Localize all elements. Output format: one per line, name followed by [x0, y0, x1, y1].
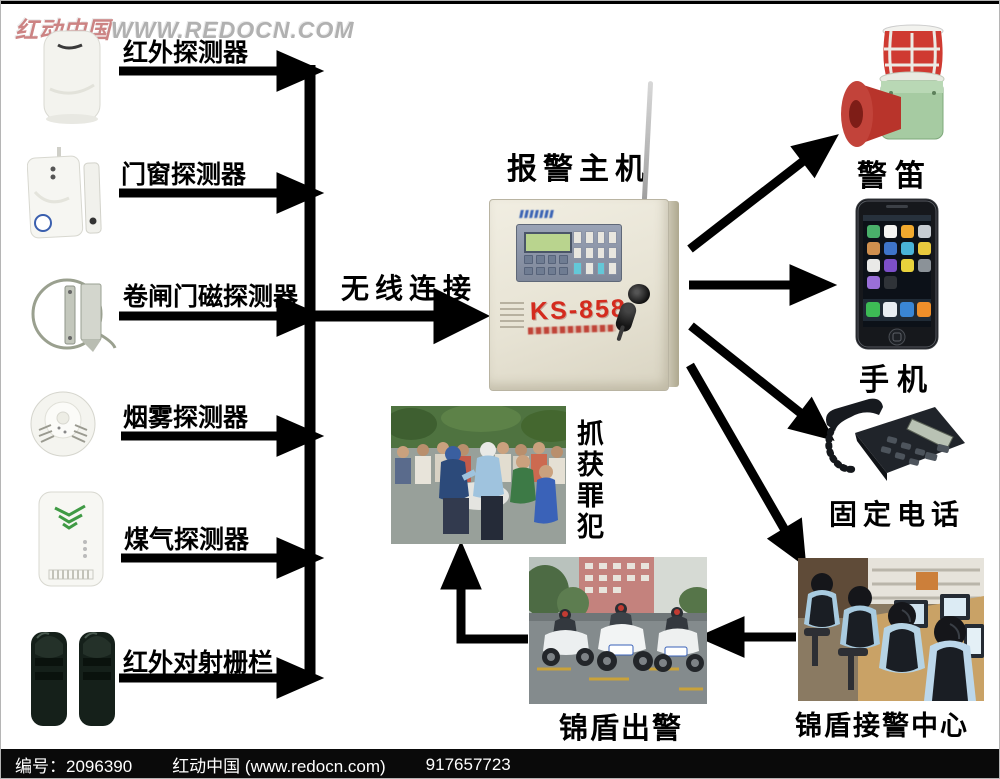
host-speaker-vents	[500, 302, 524, 328]
roller-shutter-magnet-sensor-icon	[29, 272, 117, 365]
alarm-center-photo	[798, 558, 984, 701]
flow-label-center: 锦盾接警中心	[795, 711, 969, 741]
host-keypad-panel	[516, 224, 622, 282]
alarm-host-title: 报警主机	[507, 153, 651, 186]
detector-label-gas: 煤气探测器	[124, 526, 250, 554]
infrared-beam-barrier-icon	[27, 624, 119, 733]
host-side-panel	[667, 201, 679, 387]
footer-brand: 红动中国 (www.redocn.com)	[172, 757, 386, 776]
pir-motion-detector-icon	[36, 29, 108, 130]
host-lock-icon	[628, 284, 650, 304]
footer-image-id: 编号：2096390	[15, 757, 133, 776]
desk-phone-icon	[817, 397, 969, 496]
host-brand-logo	[519, 210, 555, 218]
detector-label-door: 门窗探测器	[121, 161, 247, 189]
watermark: 红动中国WWW.REDOCN.COM	[15, 11, 355, 45]
output-label-siren: 警笛	[857, 160, 933, 193]
watermark-url: WWW.REDOCN.COM	[111, 17, 355, 43]
detector-label-smoke: 烟雾探测器	[123, 404, 249, 432]
footer-bar: 编号：2096390 红动中国 (www.redocn.com) 9176577…	[1, 749, 999, 778]
door-window-sensor-icon	[26, 147, 107, 247]
detector-label-pir: 红外探测器	[123, 39, 249, 67]
top-border-line	[1, 1, 999, 4]
siren-icon	[839, 23, 957, 154]
detector-label-roller: 卷闸门磁探测器	[123, 283, 299, 311]
output-label-mobile: 手机	[859, 364, 935, 397]
mobile-phone-icon	[854, 197, 940, 356]
output-label-landline: 固定电话	[829, 499, 966, 530]
host-lcd-display	[524, 232, 572, 253]
flow-label-arrest: 抓获罪犯	[573, 419, 603, 543]
smoke-detector-icon	[29, 390, 97, 463]
police-dispatch-photo	[529, 557, 707, 704]
flow-label-dispatch: 锦盾出警	[559, 713, 684, 745]
detector-label-beam: 红外对射栅栏	[123, 649, 274, 677]
alarm-host-unit: KS-858	[489, 199, 669, 391]
host-function-buttons	[524, 255, 568, 275]
arrest-photo	[391, 406, 566, 544]
host-model-text: KS-858	[529, 294, 628, 326]
gas-detector-icon	[37, 490, 107, 597]
host-keypad-buttons	[573, 231, 617, 275]
wireless-connection-label: 无线连接	[341, 273, 478, 304]
host-antenna	[641, 80, 654, 202]
footer-code: 917657723	[425, 754, 511, 774]
